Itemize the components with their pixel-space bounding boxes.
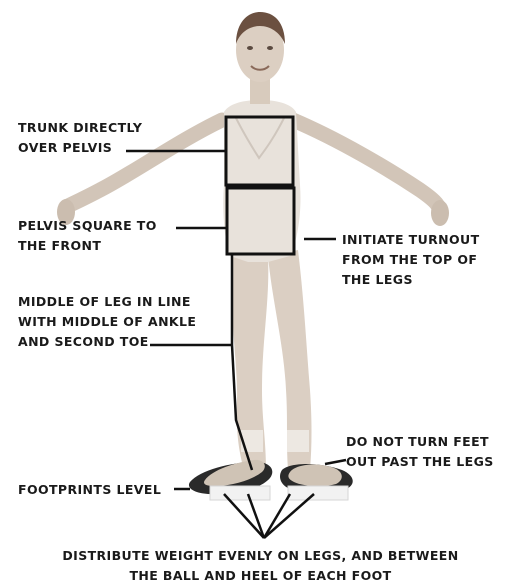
label-footprints: FOOTPRINTS LEVEL (18, 480, 161, 500)
left-eye (247, 46, 253, 50)
label-middle-leg-line-2: WITH MIDDLE OF ANKLE (18, 312, 196, 332)
label-trunk: TRUNK DIRECTLY OVER PELVIS (18, 118, 142, 158)
label-footprints-text: FOOTPRINTS LEVEL (18, 480, 161, 500)
label-middle-leg: MIDDLE OF LEG IN LINE WITH MIDDLE OF ANK… (18, 292, 196, 352)
label-middle-leg-line-3: AND SECOND TOE (18, 332, 196, 352)
label-pelvis: PELVIS SQUARE TO THE FRONT (18, 216, 157, 256)
right-base-block (288, 486, 348, 500)
label-weight: DISTRIBUTE WEIGHT EVENLY ON LEGS, AND BE… (0, 546, 521, 586)
right-eye (267, 46, 273, 50)
leotard (223, 100, 300, 262)
weight-arrow-3 (264, 494, 290, 538)
label-turnout-line-2: FROM THE TOP OF (342, 250, 480, 270)
label-trunk-line-1: TRUNK DIRECTLY (18, 118, 142, 138)
label-feet-line-1: DO NOT TURN FEET (346, 432, 494, 452)
right-arm (293, 120, 438, 206)
label-feet: DO NOT TURN FEET OUT PAST THE LEGS (346, 432, 494, 472)
label-weight-line-1: DISTRIBUTE WEIGHT EVENLY ON LEGS, AND BE… (0, 546, 521, 566)
weight-arrow-1 (224, 494, 264, 538)
weight-arrow-4 (264, 494, 314, 538)
left-base-block (210, 486, 270, 500)
right-sock (287, 430, 309, 452)
label-turnout: INITIATE TURNOUT FROM THE TOP OF THE LEG… (342, 230, 480, 290)
right-hand (431, 200, 449, 226)
label-trunk-line-2: OVER PELVIS (18, 138, 142, 158)
label-middle-leg-line-1: MIDDLE OF LEG IN LINE (18, 292, 196, 312)
label-feet-line-2: OUT PAST THE LEGS (346, 452, 494, 472)
label-turnout-line-3: THE LEGS (342, 270, 480, 290)
label-pelvis-line-1: PELVIS SQUARE TO (18, 216, 157, 236)
weight-arrow-2 (248, 494, 264, 538)
feet-leader-line (325, 460, 346, 464)
label-weight-line-2: THE BALL AND HEEL OF EACH FOOT (0, 566, 521, 586)
label-turnout-line-1: INITIATE TURNOUT (342, 230, 480, 250)
label-pelvis-line-2: THE FRONT (18, 236, 157, 256)
